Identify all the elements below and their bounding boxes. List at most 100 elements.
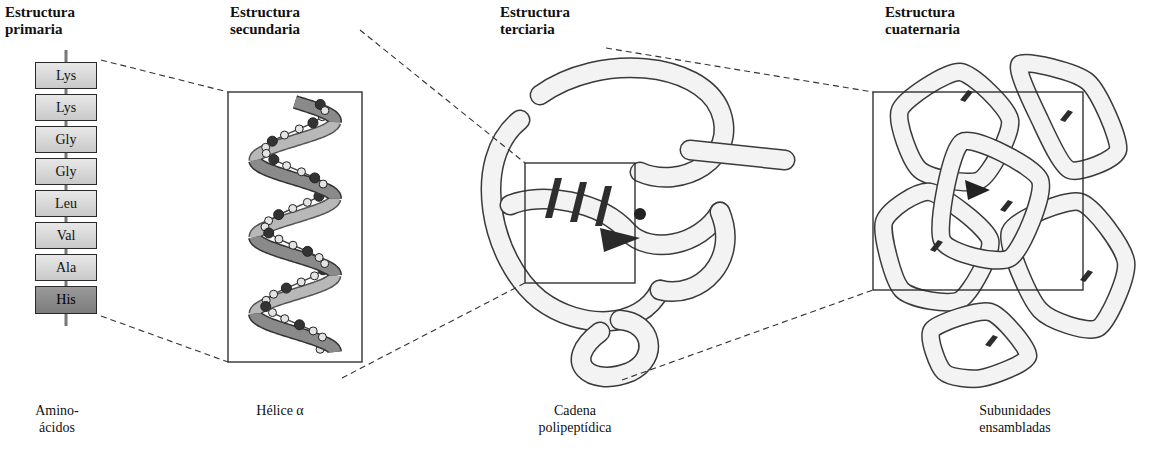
helix-ribbon-back <box>255 275 335 313</box>
amino-acid-box: Val <box>35 222 97 249</box>
subunit-tube <box>931 312 1028 379</box>
atom-ball <box>281 315 289 323</box>
chain-tube <box>491 120 660 321</box>
strand-arrow <box>600 228 640 252</box>
atom-ball <box>269 155 279 165</box>
zoom-line <box>342 283 525 378</box>
backbone-stub <box>65 314 68 326</box>
helix-ribbon-back <box>255 122 335 160</box>
zoom-line <box>101 60 228 92</box>
helix-ribbon-back <box>255 199 335 237</box>
atom-ball <box>303 198 311 206</box>
atom-ball <box>310 173 320 183</box>
helix-ribbon <box>255 314 335 352</box>
level-caption: Amino- ácidos <box>27 402 87 436</box>
level-caption: Subunidades ensambladas <box>960 402 1070 436</box>
chain-tube <box>491 120 660 321</box>
atom-ball <box>274 210 284 220</box>
heme-group <box>634 208 646 220</box>
chain-tube <box>581 320 649 377</box>
amino-acid-box: Gly <box>35 126 97 153</box>
subunit-tube <box>1019 63 1118 170</box>
atom-ball <box>321 260 329 268</box>
tertiary-fold <box>491 68 785 377</box>
subunit-tube <box>941 141 1041 260</box>
amino-acid-name: His <box>56 292 75 308</box>
level-caption: Cadena polipeptídica <box>520 402 630 436</box>
zoom-line <box>101 316 228 362</box>
helix-ribbon <box>255 314 335 352</box>
amino-acid-box: Leu <box>35 190 97 217</box>
atom-ball <box>294 320 304 330</box>
helix-ribbon <box>255 160 335 198</box>
amino-acid-box: His <box>35 286 97 314</box>
atom-ball <box>308 118 318 128</box>
level-heading: Estructura primaria <box>5 4 105 38</box>
atom-ball <box>297 278 305 286</box>
helix-ribbon-back <box>255 122 335 160</box>
helix-band <box>595 186 612 226</box>
amino-acid-box: Lys <box>35 62 97 89</box>
chain-tube <box>660 212 725 292</box>
helix-band <box>930 240 943 252</box>
amino-acid-box: Gly <box>35 158 97 185</box>
atom-ball <box>283 162 291 170</box>
zoom-frames <box>66 30 1083 380</box>
atom-ball <box>311 272 319 280</box>
helix-band <box>1000 200 1013 212</box>
amino-acid-name: Leu <box>55 196 77 212</box>
backbone-stub <box>65 50 68 62</box>
alpha-helix <box>255 99 335 353</box>
zoom-frame <box>228 92 362 362</box>
quaternary-assembly <box>883 63 1126 379</box>
chain-tube <box>660 212 725 292</box>
helix-ribbon-back <box>255 199 335 237</box>
amino-acid-name: Gly <box>56 132 77 148</box>
strand-arrow <box>965 180 990 200</box>
atom-ball <box>295 125 303 133</box>
amino-acid-name: Lys <box>56 100 76 116</box>
subunit-tube <box>931 312 1028 379</box>
amino-acid-box: Ala <box>35 254 97 281</box>
atom-ball <box>289 241 297 249</box>
helix-ribbon <box>255 237 335 275</box>
atom-ball <box>309 327 317 335</box>
chain-tube <box>690 150 785 160</box>
helix-ribbon <box>255 237 335 275</box>
atom-ball <box>280 131 288 139</box>
atom-ball <box>270 290 278 298</box>
atom-ball <box>289 205 297 213</box>
subunit-tube <box>941 141 1041 260</box>
zoom-line <box>360 30 525 163</box>
helix-band <box>545 178 562 218</box>
subunit-tube <box>1019 63 1118 170</box>
atom-ball <box>268 309 276 317</box>
atom-ball <box>303 246 313 256</box>
atom-ball <box>321 107 329 115</box>
helix-band <box>1080 270 1093 282</box>
level-caption: Hélice α <box>230 402 330 419</box>
atom-ball <box>264 228 274 238</box>
atom-ball <box>297 168 305 176</box>
zoom-line <box>622 290 873 380</box>
atom-ball <box>275 235 283 243</box>
zoom-line <box>606 48 873 92</box>
atom-ball <box>319 180 327 188</box>
helix-ribbon-back <box>255 275 335 313</box>
helix-band <box>1060 110 1073 122</box>
atom-ball <box>281 283 291 293</box>
amino-acid-name: Ala <box>56 260 76 276</box>
amino-acid-box: Lys <box>35 94 97 121</box>
zoom-frame <box>873 92 1083 290</box>
atom-ball <box>262 149 270 157</box>
amino-acid-name: Val <box>57 228 76 244</box>
amino-acid-name: Gly <box>56 164 77 180</box>
level-heading: Estructura terciaria <box>500 4 600 38</box>
helix-band <box>570 182 587 222</box>
zoom-frame <box>525 163 635 283</box>
amino-acid-name: Lys <box>56 68 76 84</box>
chain-tube <box>690 150 785 160</box>
level-heading: Estructura cuaternaria <box>885 4 985 38</box>
